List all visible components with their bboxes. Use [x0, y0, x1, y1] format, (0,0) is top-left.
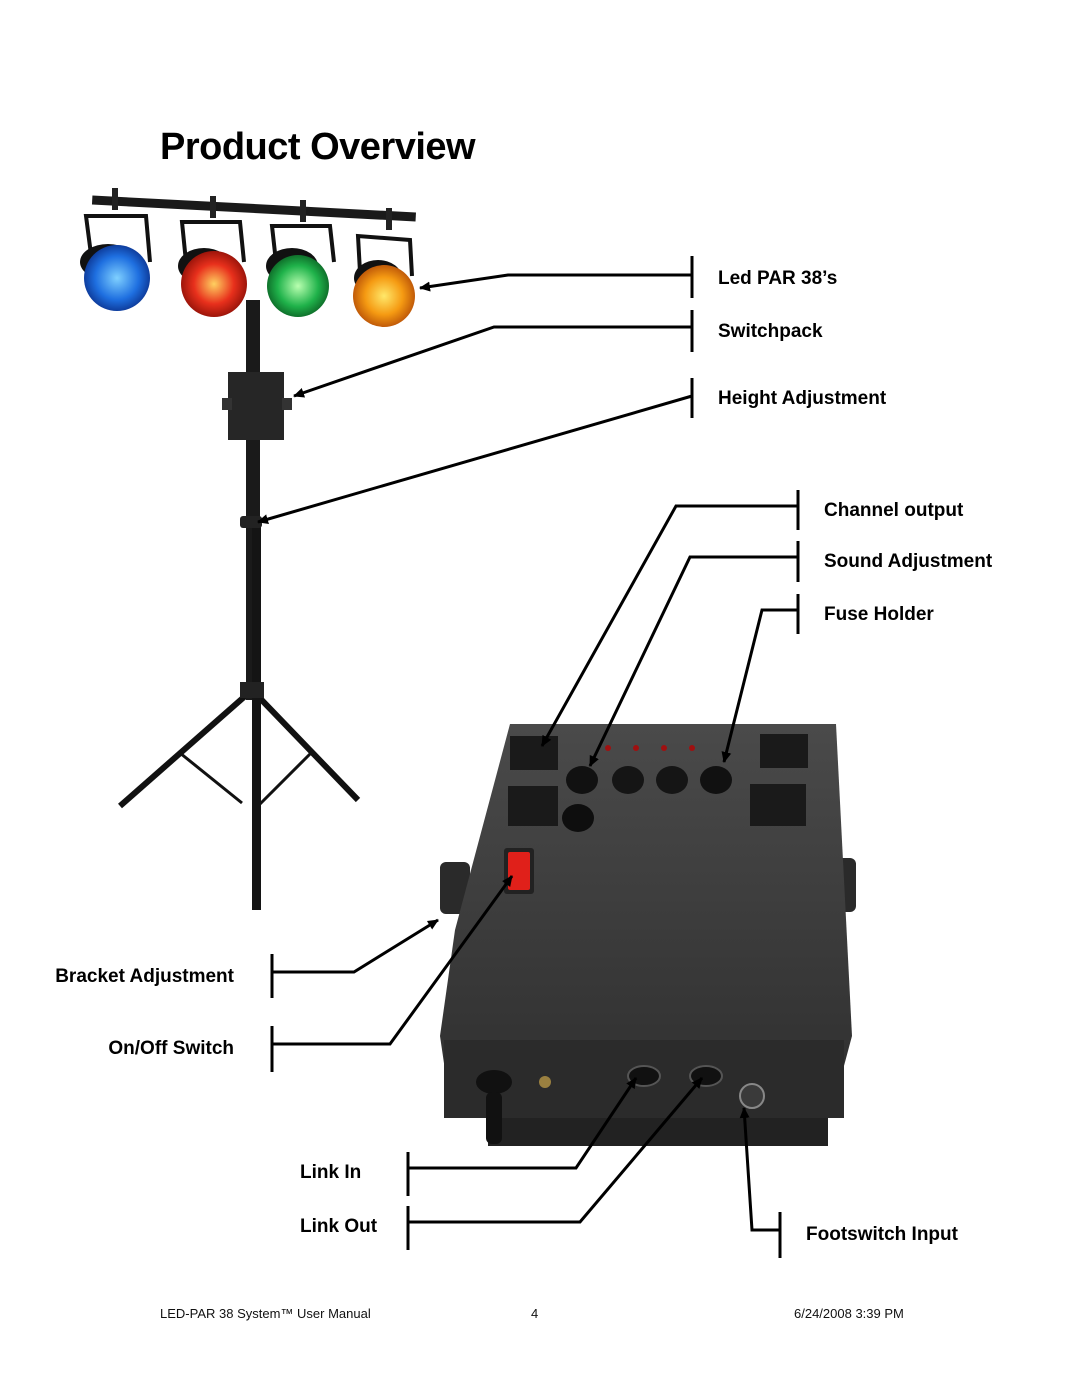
footer-date: 6/24/2008 3:39 PM	[794, 1306, 904, 1321]
label-on-off-switch: On/Off Switch	[108, 1038, 234, 1059]
label-footswitch-input: Footswitch Input	[806, 1224, 958, 1245]
red-led-par-lamp	[181, 251, 247, 317]
label-link-out: Link Out	[300, 1216, 378, 1237]
label-led-par: Led PAR 38’s	[718, 268, 838, 289]
label-fuse-holder: Fuse Holder	[824, 604, 934, 625]
label-switchpack: Switchpack	[718, 321, 823, 342]
page-title: Product Overview	[160, 126, 476, 168]
callout-lines	[257, 256, 800, 1258]
switchpack-illustration	[440, 724, 856, 1146]
label-sound-adjustment: Sound Adjustment	[824, 551, 993, 572]
footer-page-number: 4	[531, 1306, 539, 1321]
green-led-par-lamp	[267, 255, 329, 317]
label-channel-output: Channel output	[824, 500, 964, 521]
footer-manual-title: LED-PAR 38 System™ User Manual	[160, 1306, 371, 1321]
label-bracket-adjustment: Bracket Adjustment	[55, 966, 234, 987]
on-off-switch-graphic	[508, 852, 530, 890]
label-link-in: Link In	[300, 1162, 362, 1183]
light-stand-illustration	[80, 188, 416, 910]
orange-led-par-lamp	[353, 265, 415, 327]
label-height-adjustment: Height Adjustment	[718, 388, 887, 409]
blue-led-par-lamp	[84, 245, 150, 311]
